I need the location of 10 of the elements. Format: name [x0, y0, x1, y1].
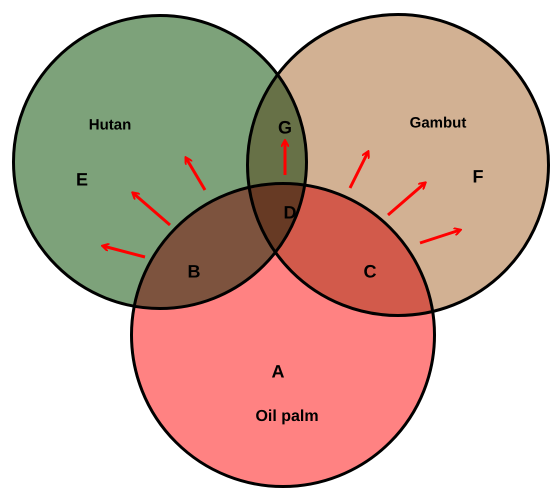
region-letter: F: [472, 166, 484, 188]
region-letter: B: [188, 262, 200, 282]
set-label: Oil palm: [255, 408, 319, 426]
region-letter: D: [284, 202, 296, 224]
region-letter: E: [76, 170, 88, 190]
set-label: Hutan: [88, 116, 132, 134]
region-letter: A: [272, 362, 284, 382]
set-label: Gambut: [410, 114, 466, 132]
region-letter: C: [364, 262, 376, 282]
region-letter: G: [278, 118, 292, 138]
